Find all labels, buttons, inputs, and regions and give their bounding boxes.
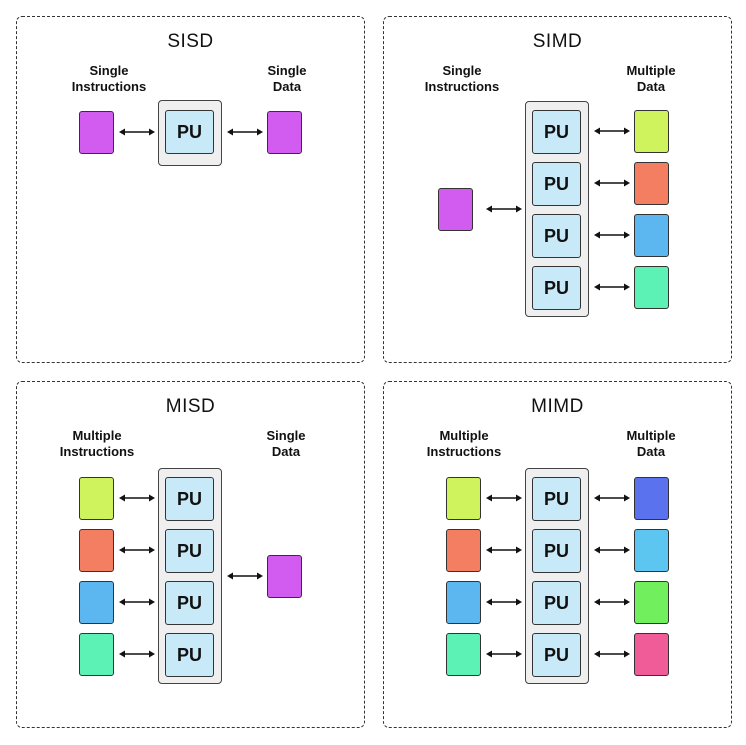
instruction-block <box>446 633 481 676</box>
processing-unit: PU <box>165 110 214 154</box>
double-arrow-icon <box>486 545 522 555</box>
double-arrow-icon <box>119 545 155 555</box>
processing-unit: PU <box>532 581 581 625</box>
double-arrow-icon <box>119 493 155 503</box>
double-arrow-icon <box>119 127 155 137</box>
processing-unit: PU <box>532 529 581 573</box>
data-block <box>267 555 302 598</box>
data-block <box>634 477 669 520</box>
processing-unit-group: PU PU PU PU <box>158 468 222 684</box>
panel-title: SISD <box>167 31 214 52</box>
data-block <box>634 110 669 153</box>
double-arrow-icon <box>119 597 155 607</box>
panel-title: MIMD <box>531 396 584 417</box>
processing-unit: PU <box>165 633 214 677</box>
processing-unit: PU <box>532 162 581 206</box>
double-arrow-icon <box>594 178 630 188</box>
processing-unit: PU <box>165 529 214 573</box>
double-arrow-icon <box>486 204 522 214</box>
double-arrow-icon <box>227 127 263 137</box>
double-arrow-icon <box>119 649 155 659</box>
instruction-block <box>79 477 114 520</box>
double-arrow-icon <box>486 493 522 503</box>
data-block <box>634 162 669 205</box>
instruction-block <box>446 581 481 624</box>
panel-title: SIMD <box>532 31 583 52</box>
double-arrow-icon <box>486 649 522 659</box>
double-arrow-icon <box>594 493 630 503</box>
double-arrow-icon <box>594 230 630 240</box>
processing-unit-group: PU PU PU PU <box>525 468 589 684</box>
instruction-block <box>79 111 114 154</box>
instruction-block <box>438 188 473 231</box>
instruction-block <box>446 529 481 572</box>
double-arrow-icon <box>594 282 630 292</box>
processing-unit-group: PU PU PU PU <box>525 101 589 317</box>
double-arrow-icon <box>486 597 522 607</box>
instruction-block <box>446 477 481 520</box>
double-arrow-icon <box>594 126 630 136</box>
data-block <box>634 581 669 624</box>
processing-unit: PU <box>165 477 214 521</box>
panel-title: MISD <box>165 396 216 417</box>
processing-unit: PU <box>532 214 581 258</box>
processing-unit: PU <box>165 581 214 625</box>
data-block <box>267 111 302 154</box>
data-block <box>634 529 669 572</box>
instruction-block <box>79 633 114 676</box>
double-arrow-icon <box>227 571 263 581</box>
double-arrow-icon <box>594 545 630 555</box>
double-arrow-icon <box>594 649 630 659</box>
instruction-block <box>79 529 114 572</box>
processing-unit-group: PU <box>158 100 222 166</box>
processing-unit: PU <box>532 110 581 154</box>
double-arrow-icon <box>594 597 630 607</box>
data-block <box>634 633 669 676</box>
data-block <box>634 266 669 309</box>
instruction-block <box>79 581 114 624</box>
processing-unit: PU <box>532 633 581 677</box>
processing-unit: PU <box>532 477 581 521</box>
data-block <box>634 214 669 257</box>
processing-unit: PU <box>532 266 581 310</box>
